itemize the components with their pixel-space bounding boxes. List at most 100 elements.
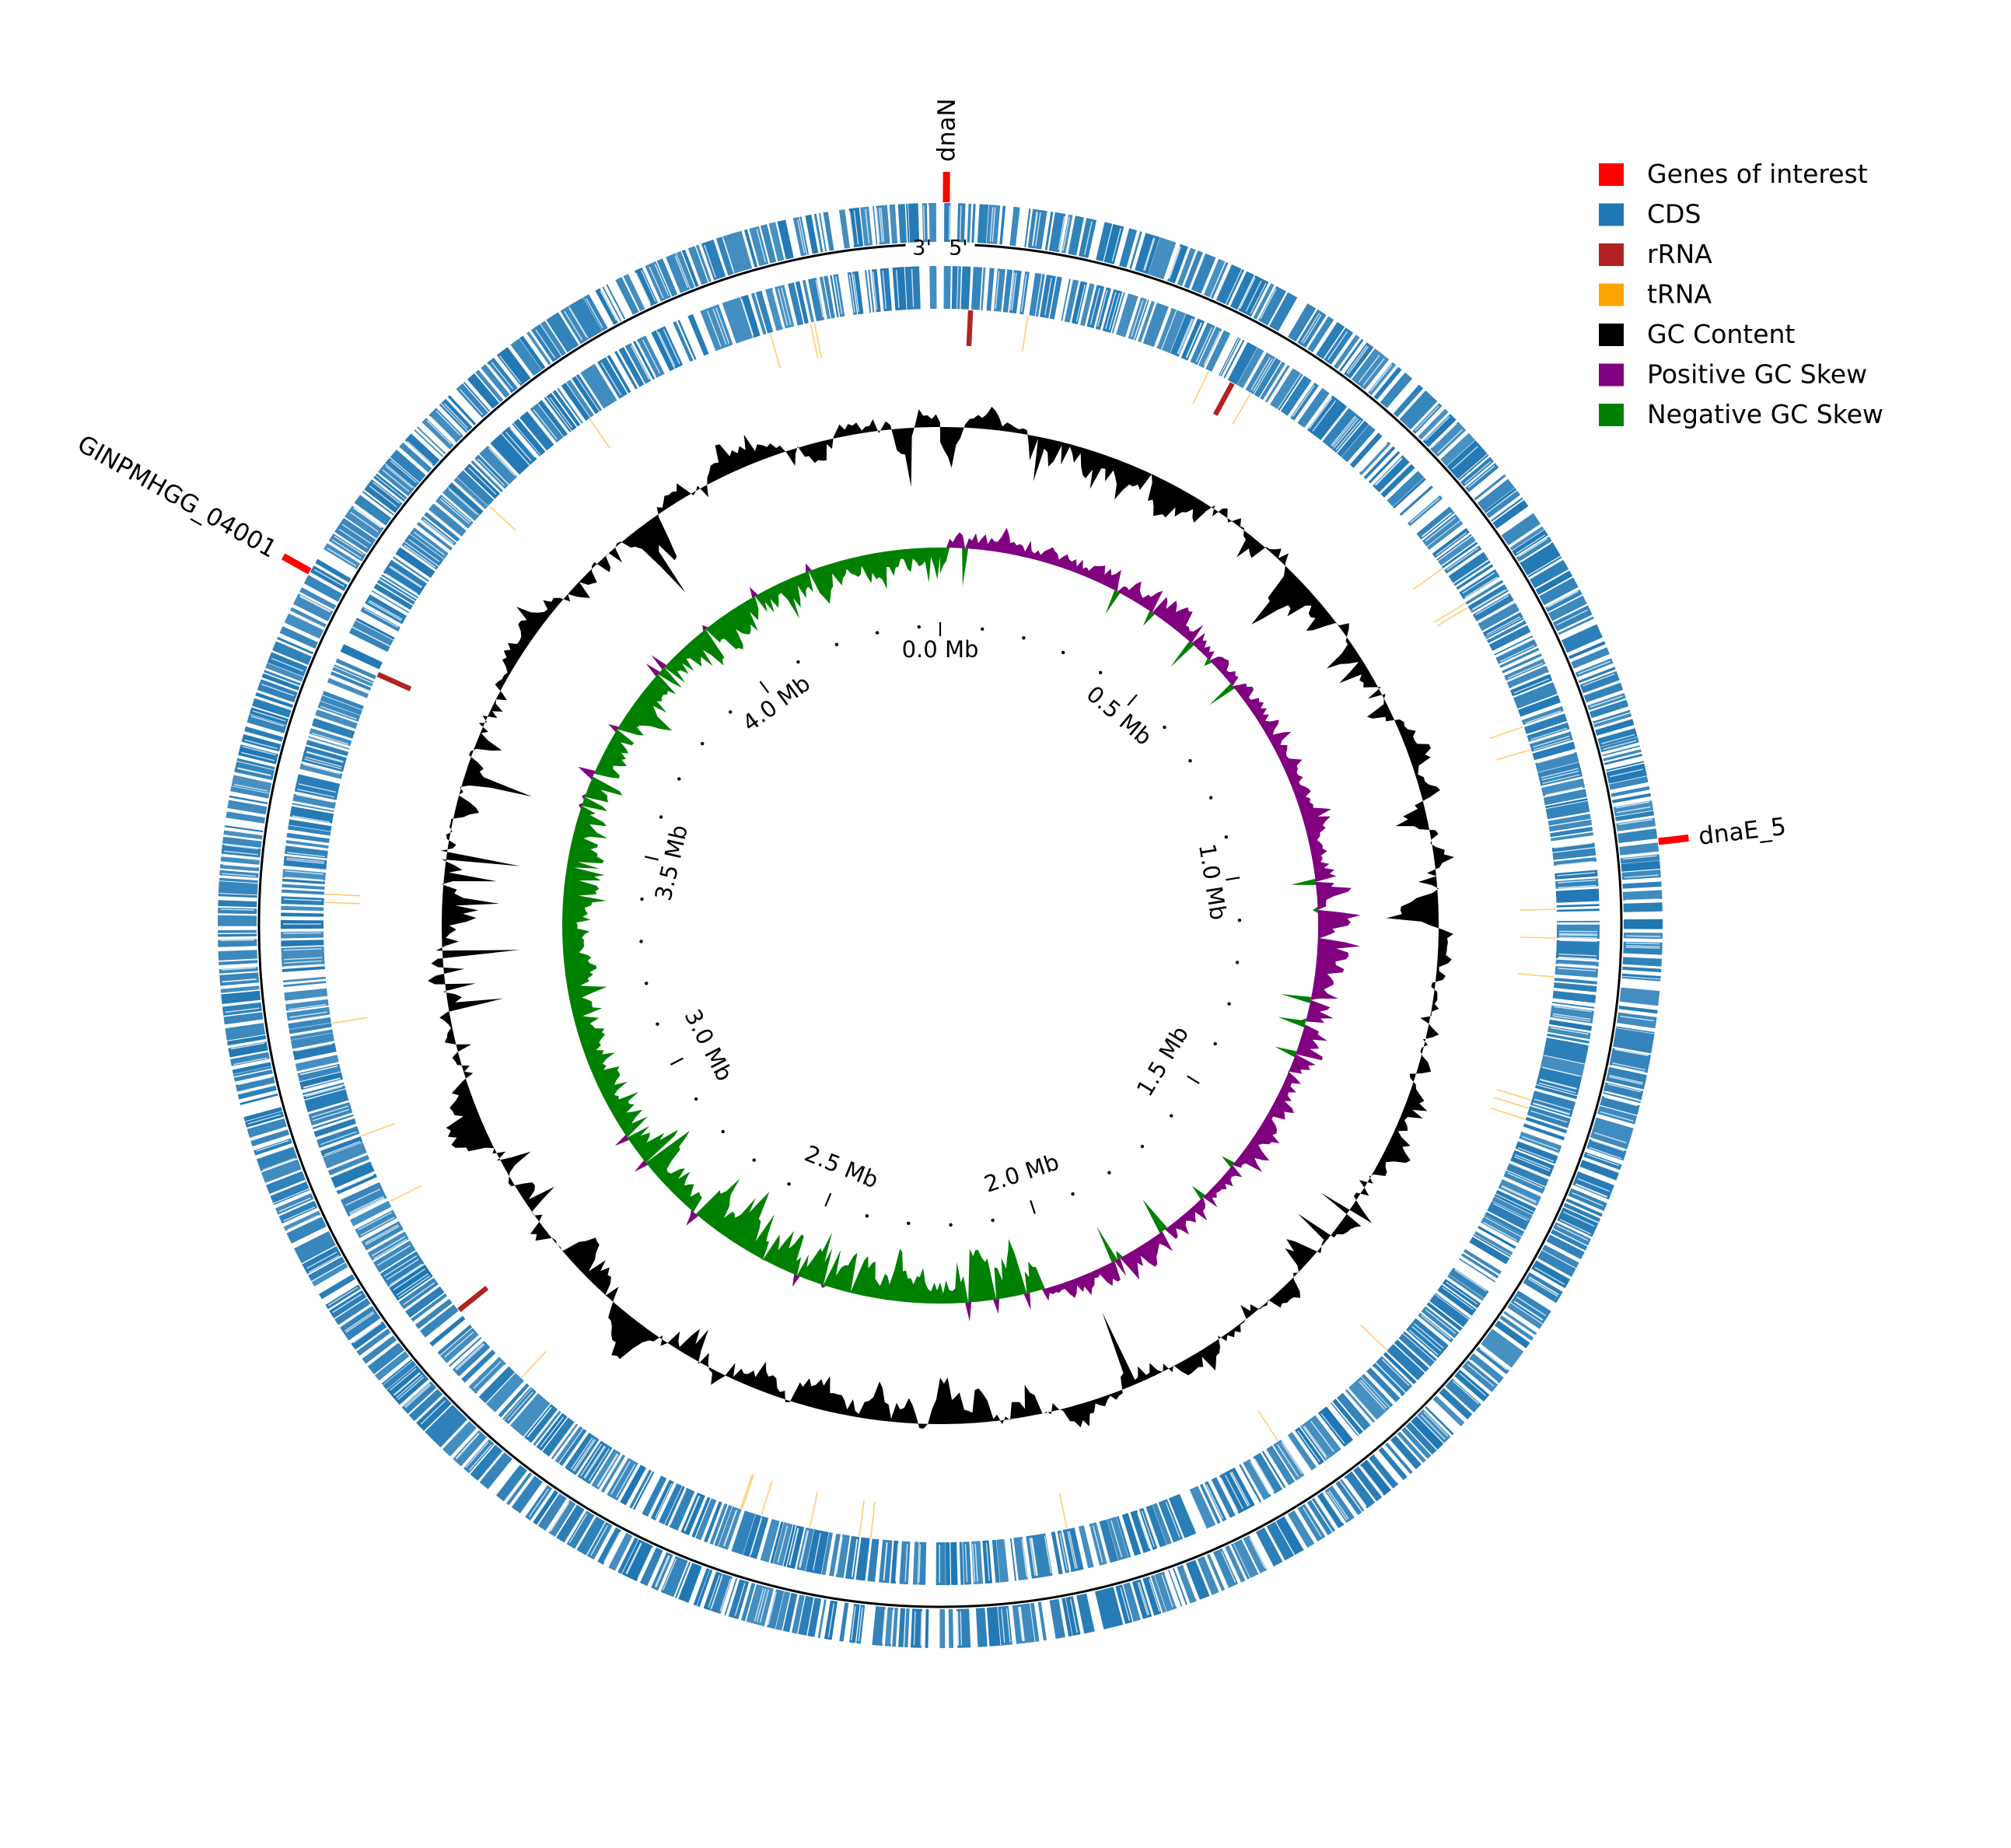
cds-gene-bar [855, 1537, 870, 1581]
cds-gene-separator [1358, 354, 1380, 383]
cds-gene-separator [241, 751, 275, 761]
cds-gene-separator [1516, 534, 1546, 555]
cds-gene-separator [734, 1583, 746, 1616]
cds-gene-separator [306, 751, 344, 763]
cds-gene-bar [1037, 1601, 1047, 1641]
cds-gene-separator [1452, 446, 1478, 470]
cds-gene-separator [1277, 1444, 1299, 1477]
cds-gene-bar [864, 270, 872, 313]
cds-gene-separator [225, 1007, 260, 1013]
cds-gene-separator [311, 1105, 348, 1118]
cds-gene-separator [1462, 572, 1495, 594]
cds-gene-bar [1348, 1376, 1390, 1420]
legend-item: CDS [1599, 199, 1701, 229]
cds-gene-separator [448, 488, 478, 516]
cds-gene-bar [1469, 1353, 1504, 1384]
cds-gene-bar [355, 618, 395, 640]
cds-gene-separator [1333, 418, 1359, 449]
cds-gene-bar [311, 1262, 348, 1286]
cds-gene-bar [1545, 590, 1583, 612]
cds-gene-bar [557, 387, 583, 424]
cds-gene-bar [470, 460, 503, 492]
cds-gene-separator [1303, 314, 1322, 345]
cds-gene-separator [256, 1139, 289, 1152]
cds-gene-bar [290, 1029, 334, 1041]
cds-gene-bar [1287, 1510, 1315, 1548]
cds-gene-bar [1156, 307, 1177, 350]
cds-gene-bar [1465, 463, 1499, 492]
cds-gene-bar [1571, 647, 1610, 669]
cds-gene-separator [772, 289, 783, 327]
cds-gene-bar [1477, 478, 1515, 512]
cds-gene-bar [823, 212, 834, 251]
cds-gene-separator [455, 1433, 480, 1459]
cds-gene-bar [401, 1381, 437, 1414]
cds-gene-bar [1554, 978, 1597, 985]
cds-gene-bar [1206, 1553, 1226, 1591]
cds-gene-bar [1449, 1267, 1489, 1299]
cds-gene-bar [1385, 1442, 1413, 1475]
trna-tick [740, 1474, 754, 1509]
cds-gene-bar [1191, 253, 1216, 294]
position-tick-label: 3.0 Mb [680, 1005, 739, 1085]
cds-gene-separator [1624, 874, 1659, 878]
minor-tick-dot [1022, 636, 1026, 640]
cds-gene-separator [1517, 1146, 1555, 1162]
cds-gene-bar [1622, 881, 1662, 889]
cds-gene-bar [943, 266, 951, 310]
trna-tick [521, 1350, 547, 1378]
position-tick-label: 1.5 Mb [1131, 1021, 1194, 1101]
cds-gene-separator [1600, 1111, 1634, 1122]
cds-gene-bar [440, 1328, 479, 1363]
cds-gene-bar [1616, 1026, 1655, 1034]
trna-tick [1436, 607, 1468, 627]
cds-gene-bar [1507, 1303, 1543, 1329]
cds-gene-bar [261, 673, 300, 691]
cds-gene-separator [393, 1372, 421, 1396]
cds-gene-separator [233, 1057, 268, 1066]
cds-gene-separator [360, 1216, 395, 1237]
cds-gene-bar [1619, 987, 1660, 1006]
cds-gene-bar [1009, 270, 1022, 314]
cds-gene-separator [468, 1444, 492, 1472]
cds-gene-separator [1446, 548, 1479, 571]
cds-gene-separator [222, 863, 257, 868]
cds-gene-separator [350, 1198, 385, 1216]
cds-gene-separator [348, 1195, 384, 1214]
cds-gene-separator [1164, 1573, 1177, 1607]
cds-gene-bar [975, 1608, 988, 1647]
cds-gene-separator [1348, 346, 1369, 375]
minor-tick-dot [1107, 1171, 1111, 1174]
cds-gene-separator [250, 716, 285, 727]
cds-gene-bar [656, 326, 684, 369]
cds-gene-bar [235, 1076, 275, 1092]
cds-gene-separator [663, 329, 680, 365]
cds-gene-bar [1380, 372, 1413, 408]
cds-gene-separator [1331, 415, 1356, 446]
cds-gene-bar [1545, 798, 1588, 809]
legend-label: GC Content [1647, 319, 1795, 349]
cds-gene-bar [1111, 292, 1125, 334]
cds-gene-bar [1506, 665, 1549, 689]
cds-gene-bar [607, 1458, 638, 1501]
cds-gene-separator [1609, 1074, 1643, 1083]
cds-gene-bar [303, 575, 343, 602]
cds-gene-separator [630, 345, 650, 380]
cds-gene-bar [1225, 1545, 1246, 1583]
cds-gene-bar [524, 1404, 558, 1444]
cds-gene-separator [303, 764, 341, 775]
cds-gene-bar [1233, 1539, 1259, 1578]
cds-gene-separator [1525, 710, 1562, 724]
cds-gene-separator [911, 268, 915, 307]
cds-gene-separator [989, 207, 994, 242]
cds-gene-separator [1537, 752, 1575, 764]
cds-gene-bar [1603, 1092, 1641, 1104]
cds-gene-bar [1494, 1194, 1534, 1215]
cds-gene-separator [1492, 1202, 1528, 1221]
cds-gene-bar [449, 1337, 482, 1367]
cds-gene-separator [1327, 1491, 1348, 1521]
cds-gene-bar [1359, 441, 1391, 475]
cds-gene-bar [389, 1264, 433, 1301]
cds-gene-bar [731, 1510, 756, 1556]
cds-gene-bar [350, 1200, 392, 1227]
